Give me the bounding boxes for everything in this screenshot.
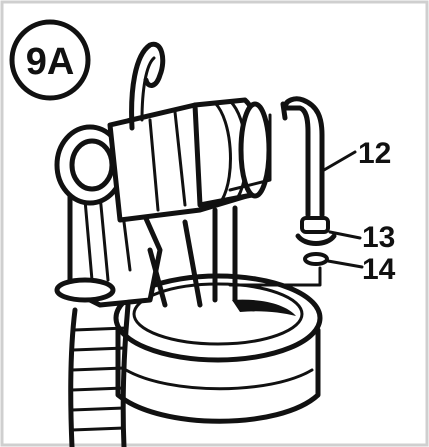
washer-shape [303, 252, 329, 266]
barrel-detail [148, 110, 187, 212]
handle-ring [54, 277, 116, 303]
leader-13 [328, 230, 362, 240]
part-connector [295, 216, 337, 246]
gun-hook [129, 41, 166, 131]
part-tube [280, 96, 325, 218]
part-washer [303, 252, 329, 266]
callout-12: 12 [358, 137, 391, 170]
hose [68, 302, 131, 447]
gun-hook-inner [140, 56, 156, 122]
callout-14: 14 [362, 253, 396, 286]
hose-outline-right [120, 302, 131, 447]
tube-outline-inner [282, 105, 311, 218]
connector-base [295, 233, 337, 246]
paint-container [113, 273, 323, 424]
step-badge-circle [9, 19, 91, 101]
leader-14 [326, 259, 364, 269]
spray-gun [54, 41, 272, 308]
leader-12 [322, 150, 357, 172]
connector-body [300, 216, 330, 234]
nozzle-inner [69, 138, 115, 192]
container-shadow [232, 299, 296, 316]
callout-13: 13 [362, 221, 395, 254]
container-rim-inner [132, 282, 304, 346]
container-lower-band [124, 368, 314, 391]
step-badge: 9A [9, 19, 91, 101]
bracket-line [228, 113, 322, 287]
step-badge-label: 9A [26, 41, 75, 83]
gun-to-container [147, 219, 203, 308]
leader-lines [228, 113, 364, 287]
tube-end [280, 101, 288, 121]
tube-outline-outer [282, 96, 325, 218]
hose-ribs [70, 326, 128, 432]
